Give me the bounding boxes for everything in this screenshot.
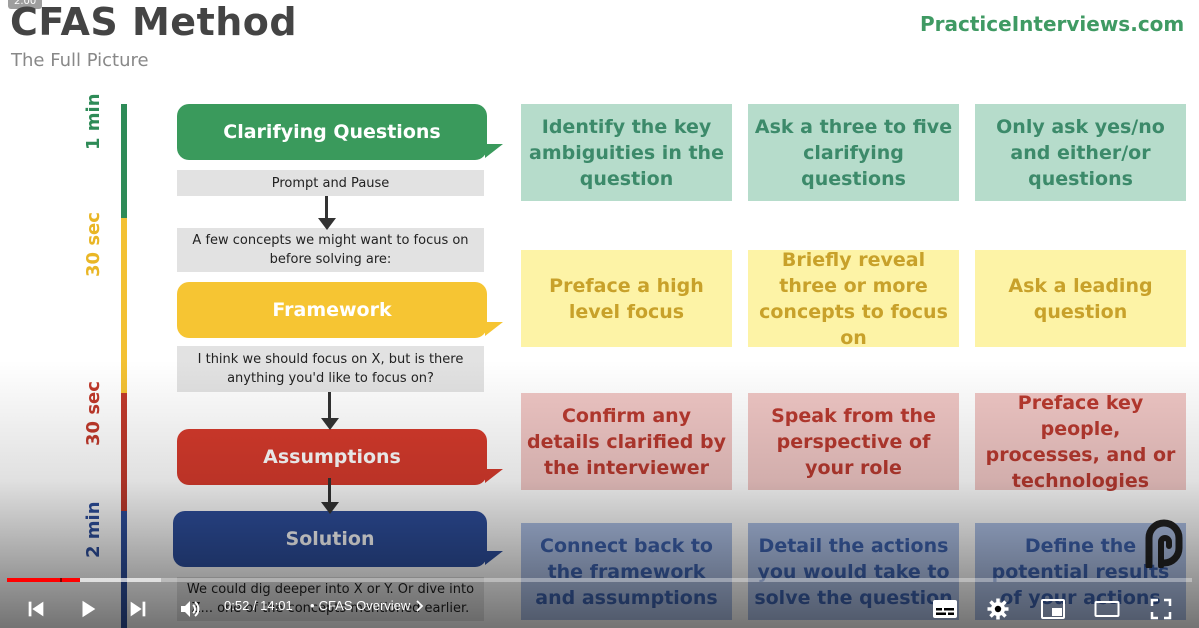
timeline-bar-clarifying — [121, 104, 127, 218]
card-assumptions-3: Preface key people, processes, and or te… — [975, 392, 1186, 492]
time-display: 0:52 / 14:01 — [224, 598, 293, 613]
progress-played — [7, 578, 80, 582]
captions-icon — [933, 600, 957, 618]
next-button[interactable] — [124, 595, 152, 623]
card-solution-1: Connect back to the framework and assump… — [521, 523, 732, 620]
miniplayer-button[interactable] — [1038, 595, 1068, 623]
slide-subtitle: The Full Picture — [11, 50, 149, 71]
miniplayer-icon — [1041, 599, 1065, 619]
speech-tail — [485, 551, 503, 565]
chevron-right-icon — [416, 599, 424, 612]
down-arrow-icon — [318, 392, 342, 430]
speech-tail — [485, 322, 503, 336]
chapter-marker — [60, 578, 62, 582]
skip-previous-icon — [28, 601, 44, 617]
timeline-bar-framework — [121, 218, 127, 393]
step-solution: Solution — [173, 511, 503, 567]
step-clarifying-questions: Clarifying Questions — [177, 104, 503, 160]
step-label: Assumptions — [263, 446, 401, 468]
card-assumptions-1: Confirm any details clarified by the int… — [521, 393, 732, 490]
progress-bar[interactable] — [7, 578, 1192, 582]
gear-icon — [987, 598, 1009, 620]
practiceinterviews-logo-icon — [1145, 519, 1183, 568]
timeline-label-clarifying: 1 min — [83, 93, 104, 150]
brand-name: PracticeInterviews.com — [920, 12, 1185, 36]
speech-tail — [485, 144, 503, 158]
timeline-label-assumptions: 30 sec — [83, 381, 104, 446]
play-button[interactable] — [74, 595, 102, 623]
theater-mode-button[interactable] — [1092, 595, 1122, 623]
prompt-box: A few concepts we might want to focus on… — [177, 228, 484, 272]
playback-rate-badge: 2.00 — [8, 0, 43, 9]
step-assumptions: Assumptions — [177, 429, 503, 485]
card-framework-1: Preface a high level focus — [521, 250, 732, 347]
card-clarifying-3: Only ask yes/no and either/or questions — [975, 104, 1186, 201]
play-icon — [82, 600, 96, 618]
progress-loaded — [7, 578, 161, 582]
time-current: 0:52 — [224, 598, 250, 613]
settings-button[interactable] — [984, 595, 1012, 623]
fullscreen-button[interactable] — [1146, 595, 1176, 623]
card-framework-3: Ask a leading question — [975, 250, 1186, 347]
fullscreen-icon — [1150, 598, 1172, 620]
previous-button[interactable] — [22, 595, 50, 623]
step-framework: Framework — [177, 282, 503, 338]
volume-icon — [181, 601, 200, 617]
prompt-box: Prompt and Pause — [177, 170, 484, 196]
chapter-button[interactable]: • CFAS Overview — [310, 598, 424, 613]
theater-mode-icon — [1094, 601, 1120, 617]
card-assumptions-2: Speak from the perspective of your role — [748, 393, 959, 490]
captions-button[interactable] — [930, 595, 960, 623]
timeline-bar-assumptions — [121, 393, 127, 511]
timeline-label-framework: 30 sec — [83, 212, 104, 277]
down-arrow-icon — [318, 478, 342, 514]
time-separator: / — [249, 598, 261, 613]
step-label: Solution — [285, 528, 375, 550]
card-framework-2: Briefly reveal three or more concepts to… — [748, 249, 959, 349]
down-arrow-icon — [315, 196, 339, 230]
timeline-label-solution: 2 min — [83, 501, 104, 558]
card-clarifying-2: Ask a three to five clarifying questions — [748, 104, 959, 201]
speech-tail — [485, 469, 503, 483]
step-label: Framework — [272, 299, 392, 321]
card-clarifying-1: Identify the key ambiguities in the ques… — [521, 104, 732, 201]
prompt-box: I think we should focus on X, but is the… — [177, 346, 484, 392]
slide-title: CFAS Method — [10, 0, 298, 44]
volume-button[interactable] — [176, 595, 204, 623]
chapter-separator: • — [310, 598, 315, 613]
step-label: Clarifying Questions — [223, 121, 441, 143]
skip-next-icon — [130, 601, 146, 617]
time-total: 14:01 — [260, 598, 293, 613]
chapter-title: CFAS Overview — [318, 598, 411, 613]
card-solution-2: Detail the actions you would take to sol… — [748, 523, 959, 620]
